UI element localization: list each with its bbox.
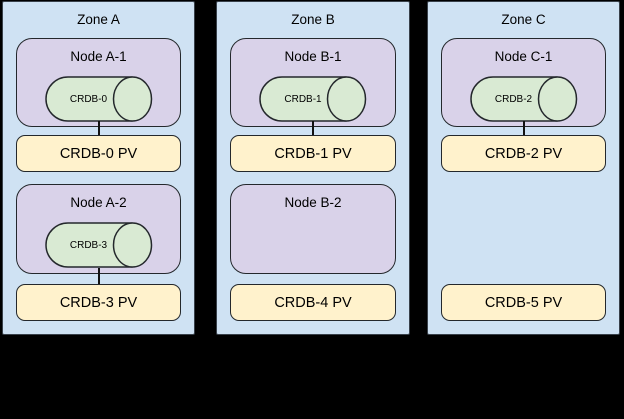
node-b-2: Node B-2: [230, 184, 396, 274]
pv-crdb-2-label: CRDB-2 PV: [484, 145, 563, 162]
pv-crdb-0: CRDB-0 PV: [16, 135, 181, 172]
pv-crdb-2: CRDB-2 PV: [441, 135, 606, 172]
pv-crdb-4: CRDB-4 PV: [230, 284, 396, 321]
pv-crdb-1-label: CRDB-1 PV: [274, 145, 352, 162]
pv-crdb-5-label: CRDB-5 PV: [484, 294, 563, 311]
zone-a: Zone A Node A-1 CRDB-0 CRDB-0 PV Node A-…: [2, 1, 195, 335]
node-c-1: Node C-1 CRDB-2: [441, 38, 606, 127]
node-a-1-label: Node A-1: [70, 49, 127, 64]
pv-crdb-3: CRDB-3 PV: [16, 284, 181, 321]
node-b-1-label: Node B-1: [284, 49, 342, 64]
zone-b-label: Zone B: [291, 12, 335, 27]
connector-line-node-c1-pv: [522, 121, 525, 137]
connector-line-node-b1-pv: [312, 121, 314, 137]
crdb-0-cylinder-label: CRDB-0: [69, 93, 108, 105]
node-a-2-label: Node A-2: [70, 195, 127, 210]
pv-crdb-4-label: CRDB-4 PV: [274, 294, 352, 311]
zone-b: Zone B Node B-1 CRDB-1 CRDB-1 PV Node B-…: [216, 1, 410, 335]
zone-a-label: Zone A: [77, 12, 120, 27]
pv-crdb-5: CRDB-5 PV: [441, 284, 606, 321]
crdb-3-cylinder-label: CRDB-3: [69, 239, 108, 251]
node-b-1: Node B-1 CRDB-1: [230, 38, 396, 127]
node-b-2-label: Node B-2: [284, 195, 342, 210]
node-c-1-label: Node C-1: [494, 49, 553, 64]
crdb-3-database-cylinder-icon: CRDB-3: [44, 222, 153, 268]
crdb-1-cylinder-label: CRDB-1: [284, 93, 322, 105]
connector-line-node-a1-pv: [97, 121, 100, 137]
crdb-1-database-cylinder-icon: CRDB-1: [259, 76, 367, 122]
pv-crdb-0-label: CRDB-0 PV: [59, 145, 138, 162]
pv-crdb-1: CRDB-1 PV: [230, 135, 396, 172]
node-a-1: Node A-1 CRDB-0: [16, 38, 181, 127]
zone-c: Zone C Node C-1 CRDB-2 CRDB-2 PV CRDB-5 …: [427, 1, 620, 335]
node-a-2: Node A-2 CRDB-3: [16, 184, 181, 274]
zone-c-label: Zone C: [501, 12, 546, 27]
pv-crdb-3-label: CRDB-3 PV: [59, 294, 138, 311]
crdb-2-database-cylinder-icon: CRDB-2: [469, 76, 578, 122]
connector-line-node-a2-pv: [97, 268, 100, 286]
crdb-0-database-cylinder-icon: CRDB-0: [44, 76, 153, 122]
crdb-2-cylinder-label: CRDB-2: [494, 93, 533, 105]
